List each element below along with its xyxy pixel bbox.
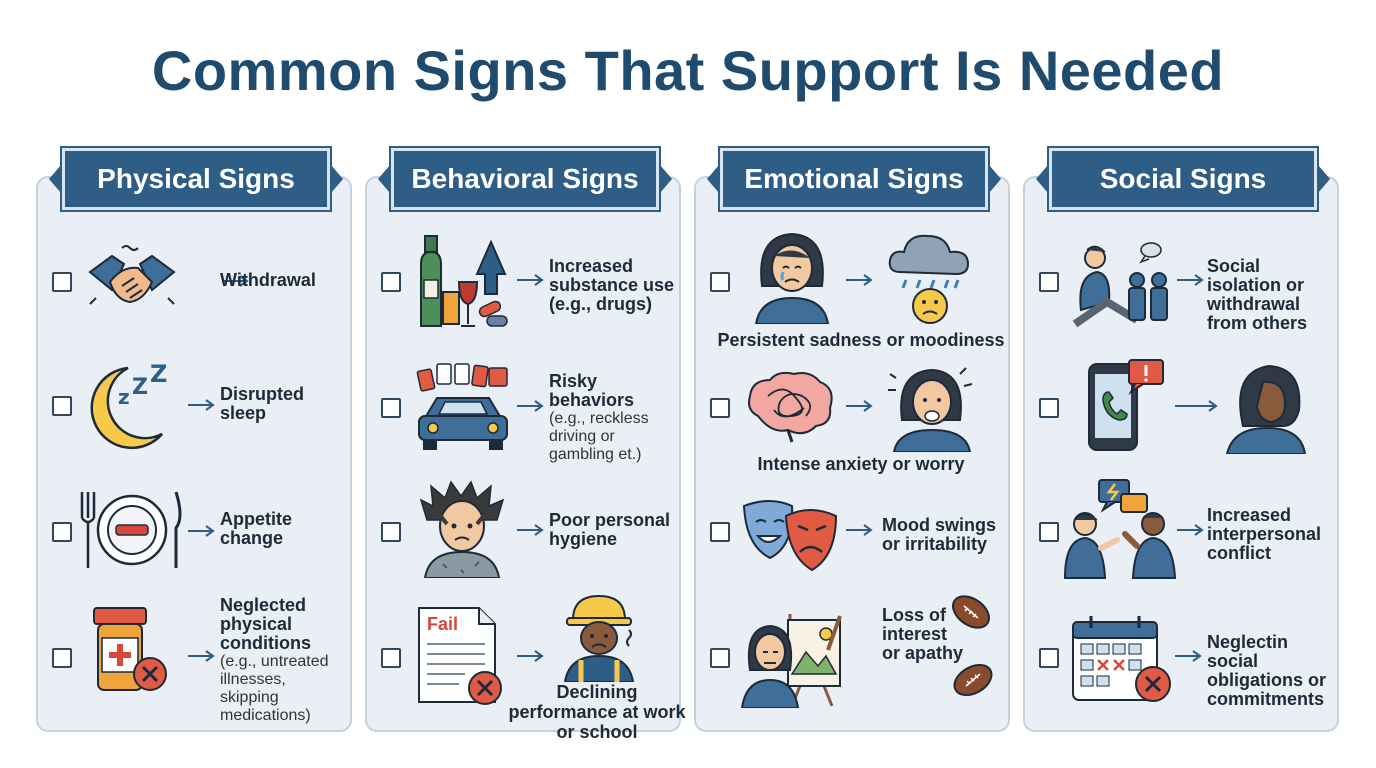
arrow-icon bbox=[517, 274, 544, 286]
item-label: Neglected physical conditions (e.g., unt… bbox=[220, 596, 348, 725]
svg-text:Z: Z bbox=[150, 360, 167, 388]
checkbox[interactable] bbox=[710, 522, 730, 542]
arrow-icon bbox=[1177, 524, 1204, 536]
item-label: Social isolation or withdrawal from othe… bbox=[1207, 256, 1308, 333]
social-signs-panel: Social Signs Social isolation or withdra… bbox=[1023, 146, 1339, 732]
sad-worker-icon bbox=[563, 594, 635, 682]
checkbox[interactable] bbox=[1039, 648, 1059, 668]
svg-text:z: z bbox=[118, 385, 130, 409]
moon-sleep-icon: z Z Z bbox=[90, 360, 167, 450]
item-label: Neglectin social obligations or commitme… bbox=[1207, 632, 1326, 709]
behavioral-signs-header: Behavioral Signs bbox=[378, 146, 672, 212]
isolated-person-icon bbox=[1072, 242, 1168, 328]
item-label: Declining performance at work or school bbox=[508, 682, 686, 742]
behavioral-signs-panel: Behavioral Signs Increased substance use… bbox=[365, 146, 686, 742]
checkbox[interactable] bbox=[52, 648, 72, 668]
car-cards-icon bbox=[416, 363, 508, 450]
woman-easel-icon bbox=[740, 614, 842, 708]
pill-bottle-icon bbox=[93, 607, 167, 691]
item-label: Increased substance use (e.g., drugs) bbox=[549, 256, 675, 314]
checkbox[interactable] bbox=[1039, 272, 1059, 292]
tangled-brain-icon bbox=[748, 371, 833, 443]
checkbox[interactable] bbox=[381, 272, 401, 292]
checkbox[interactable] bbox=[710, 272, 730, 292]
messy-person-icon bbox=[419, 480, 505, 578]
checkbox[interactable] bbox=[710, 648, 730, 668]
emotional-signs-panel: Emotional Signs Persistent sadness or mo… bbox=[694, 146, 1010, 732]
checkbox[interactable] bbox=[52, 396, 72, 416]
plate-utensils-icon bbox=[80, 491, 182, 568]
physical-signs-header: Physical Signs bbox=[49, 146, 343, 212]
arrow-icon bbox=[188, 399, 215, 411]
item-label: Poor personal hygiene bbox=[549, 510, 671, 549]
person-profile-icon bbox=[1225, 364, 1307, 454]
checkbox[interactable] bbox=[1039, 522, 1059, 542]
item-label: Appetite change bbox=[220, 509, 292, 548]
arrow-icon bbox=[1177, 274, 1204, 286]
arrow-icon bbox=[1175, 650, 1202, 662]
item-label: Disrupted sleep bbox=[220, 384, 305, 423]
item-label: Risky behaviors (e.g., reckless driving … bbox=[549, 372, 679, 464]
item-label: Loss of interest or apathy bbox=[882, 605, 964, 663]
handshake-icon bbox=[88, 245, 176, 305]
emotional-signs-header: Emotional Signs bbox=[707, 146, 1001, 212]
arrow-icon bbox=[188, 525, 215, 537]
item-label: Persistent sadness or moodiness bbox=[717, 330, 1005, 350]
calendar-x-icon bbox=[1072, 616, 1171, 702]
arrow-icon bbox=[846, 400, 873, 412]
arrow-icon bbox=[188, 650, 215, 662]
arrow-icon bbox=[846, 524, 873, 536]
checkbox[interactable] bbox=[381, 522, 401, 542]
checkbox[interactable] bbox=[52, 522, 72, 542]
checkbox[interactable] bbox=[52, 272, 72, 292]
physical-signs-panel: Physical Signs Withdrawal z Z Z Disrupte… bbox=[36, 146, 352, 732]
phone-alert-icon bbox=[1088, 359, 1164, 451]
checkbox[interactable] bbox=[381, 648, 401, 668]
checkbox[interactable] bbox=[710, 398, 730, 418]
football-icon bbox=[951, 595, 991, 629]
page-title: Common Signs That Support Is Needed bbox=[151, 39, 1225, 102]
arrow-icon bbox=[517, 650, 544, 662]
checkbox[interactable] bbox=[1039, 398, 1059, 418]
svg-text:Z: Z bbox=[132, 375, 148, 400]
item-label: Withdrawal bbox=[220, 270, 316, 290]
drama-masks-icon bbox=[742, 500, 838, 572]
arrow-icon bbox=[846, 274, 873, 286]
arrow-icon bbox=[517, 524, 544, 536]
item-label: Intense anxiety or worry bbox=[757, 454, 965, 474]
arrow-icon bbox=[1175, 400, 1218, 412]
checkbox[interactable] bbox=[381, 398, 401, 418]
item-label: Increased interpersonal conflict bbox=[1207, 505, 1322, 563]
fail-document-icon: Fail bbox=[418, 607, 502, 705]
arrow-icon bbox=[222, 275, 249, 287]
item-sublabel: (e.g., reckless driving or gambling et.) bbox=[549, 410, 649, 463]
arrow-icon bbox=[517, 400, 544, 412]
item-label: Mood swings or irritability bbox=[882, 515, 996, 554]
sad-woman-icon bbox=[754, 232, 830, 324]
social-signs-header: Social Signs bbox=[1036, 146, 1330, 212]
item-sublabel: (e.g., untreated illnesses, skipping med… bbox=[220, 653, 329, 724]
football-icon bbox=[953, 663, 993, 697]
anxious-woman-icon bbox=[888, 367, 973, 452]
fail-text: Fail bbox=[427, 614, 458, 634]
arguing-people-icon bbox=[1063, 479, 1177, 579]
bottles-pills-icon bbox=[420, 235, 508, 327]
raincloud-icon bbox=[888, 234, 970, 324]
